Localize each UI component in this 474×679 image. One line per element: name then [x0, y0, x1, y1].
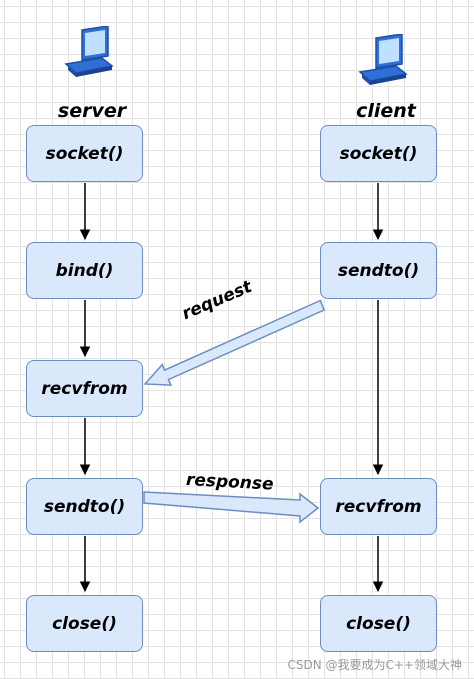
- request-arrow: [143, 299, 326, 386]
- client-socket-box: socket(): [320, 125, 437, 182]
- client-close-box: close(): [320, 595, 437, 652]
- computer-icon: [64, 26, 114, 77]
- server-bind-box: bind(): [26, 242, 143, 299]
- computer-icon: [358, 34, 408, 85]
- server-socket-box: socket(): [26, 125, 143, 182]
- client-label: client: [356, 100, 416, 122]
- response-arrow: [143, 491, 320, 524]
- server-close-box: close(): [26, 595, 143, 652]
- client-sendto-box: sendto(): [320, 242, 437, 299]
- watermark: CSDN @我要成为C++领域大神: [287, 658, 462, 672]
- server-recvfrom-box: recvfrom: [26, 360, 143, 417]
- client-recvfrom-box: recvfrom: [320, 478, 437, 535]
- server-sendto-box: sendto(): [26, 478, 143, 535]
- server-label: server: [57, 100, 127, 122]
